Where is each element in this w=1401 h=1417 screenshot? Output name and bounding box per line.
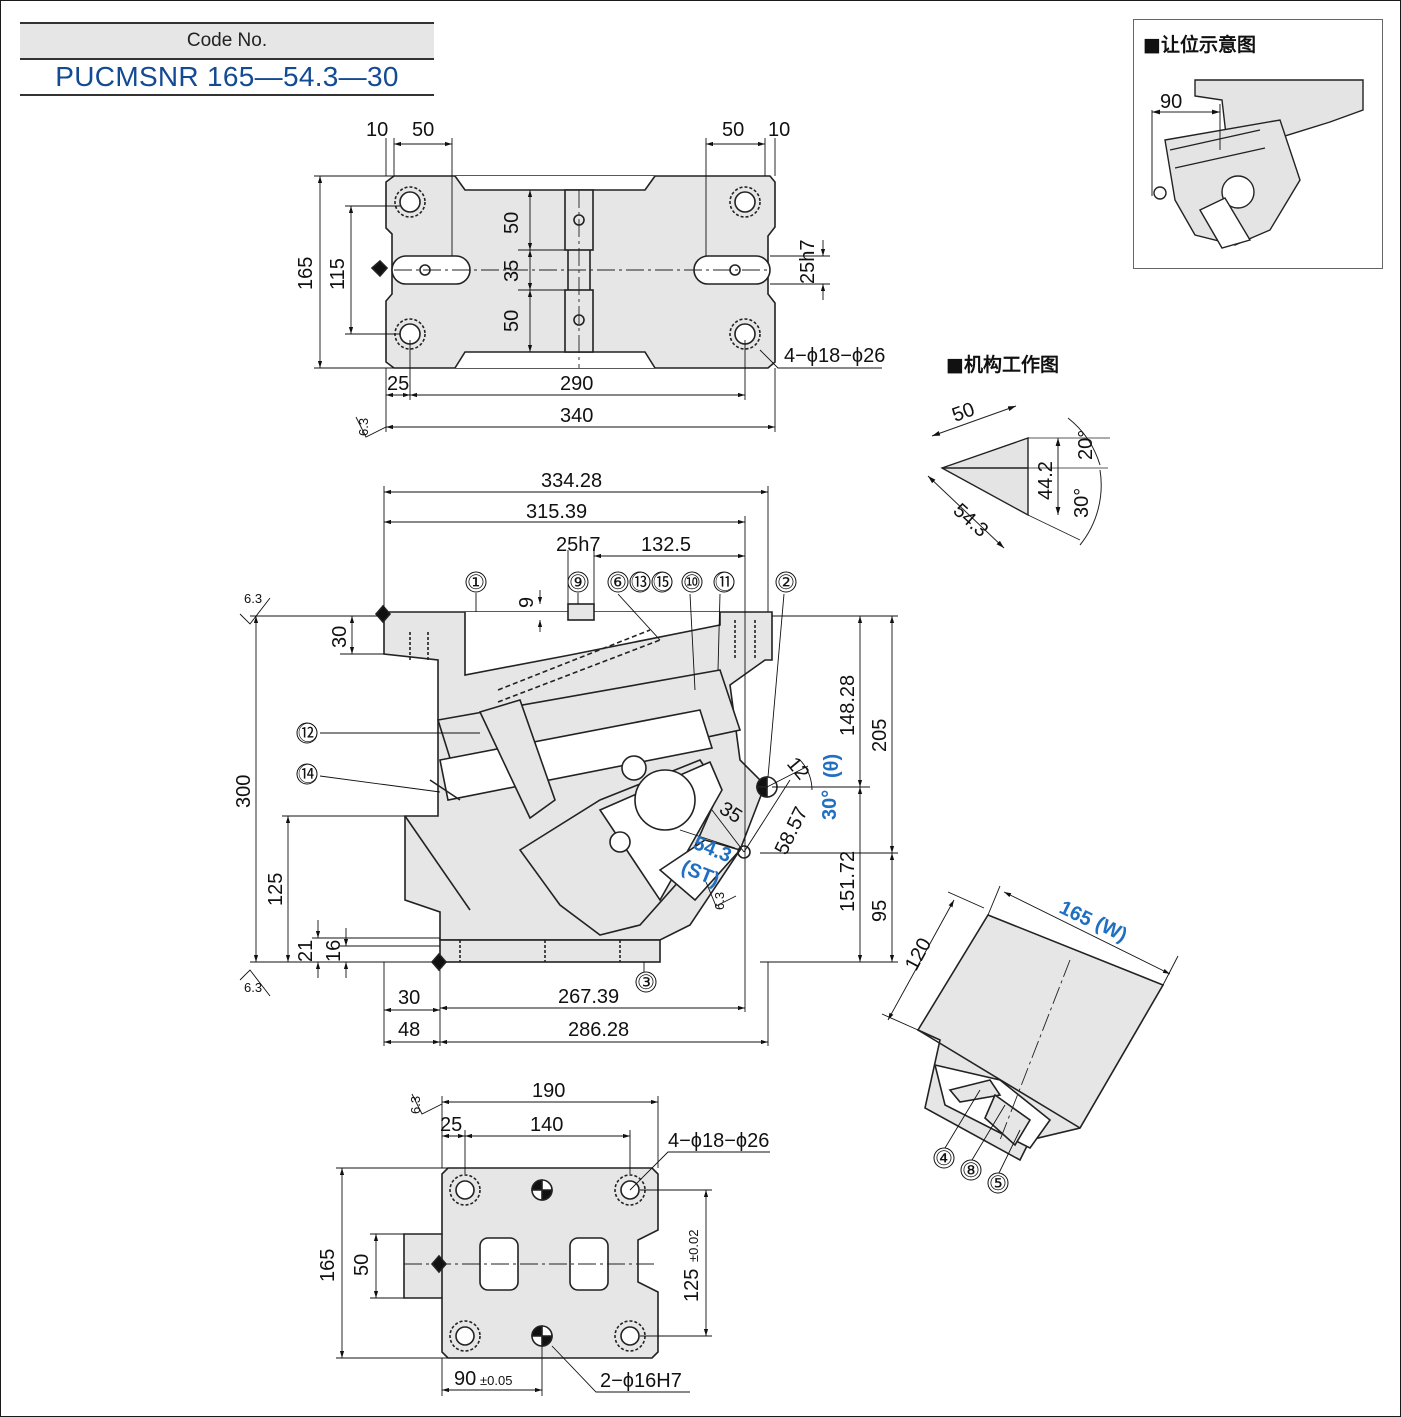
callout-5: ⑤ [989,1173,1007,1195]
iso-view [916,914,1165,1162]
front-dim-125: 125 [265,873,287,906]
clearance-inset-drawing [1151,79,1364,249]
front-roughness-bottom: 6.3 [244,980,262,995]
front-dim-58-57: 58.57 [771,804,813,859]
code-number-label: Code No. [20,22,434,60]
mechanism-dim-54-3: 54.3 [949,499,993,541]
bottom-dim-90: 90 [454,1368,476,1390]
code-number-value: PUCMSNR 165—54.3—30 [20,58,434,96]
bottom-view-dims [336,1093,770,1396]
top-dim-340: 340 [560,405,593,427]
front-dim-205: 205 [869,719,891,752]
callout-13: ⑬ [631,571,651,594]
bottom-dim-165: 165 [317,1249,339,1282]
iso-view-dims [881,885,1179,1176]
front-dim-151-72: 151.72 [837,851,859,912]
clearance-dim-90: 90 [1160,91,1182,113]
top-roughness: 6.3 [356,418,371,436]
front-dim-12: 12 [782,753,813,784]
bottom-dim-50: 50 [351,1254,373,1276]
bottom-roughness: 6.3 [408,1096,423,1114]
callout-4: ④ [935,1148,953,1170]
mechanism-dim-50: 50 [949,398,977,426]
iso-width-symbol: (W) [1092,913,1131,947]
bottom-dim-125: 125 [681,1269,703,1302]
callout-14: ⑭ [298,763,318,786]
front-dim-25h7: 25h7 [556,534,601,556]
front-theta: (θ) [821,754,843,778]
front-view [374,603,778,972]
clearance-inset-title: ■让位示意图 [1143,34,1256,56]
bottom-view [403,1167,659,1359]
mechanism-angle-20: 20° [1075,430,1097,460]
mechanism-dim-44-2: 44.2 [1035,461,1057,500]
top-view-dims [314,138,882,438]
front-dim-30-top: 30 [329,626,351,648]
top-dim-50-b: 50 [501,310,523,332]
top-view [370,175,776,369]
top-dim-35: 35 [501,260,523,282]
top-dim-10-right: 10 [768,119,790,141]
front-dim-16: 16 [323,940,345,962]
front-dim-148-28: 148.28 [837,675,859,736]
front-dim-334-28: 334.28 [541,470,602,492]
callout-1: ① [467,572,485,594]
bottom-pins-note: 2−ϕ16H7 [600,1370,682,1392]
bottom-dim-25: 25 [440,1114,462,1136]
callout-6: ⑥ [609,572,627,594]
callout-10: ⑩ [683,572,701,594]
callout-2: ② [777,572,795,594]
top-dim-50-left: 50 [412,119,434,141]
top-dim-10-left: 10 [366,119,388,141]
front-dim-132-5: 132.5 [641,534,691,556]
iso-width-165: 165 [1056,897,1096,931]
iso-dim-120: 120 [901,935,936,975]
top-dim-25: 25 [387,373,409,395]
mechanism-inset-title: ■机构工作图 [946,354,1059,376]
callout-8: ⑧ [962,1160,980,1182]
bottom-tol-125: ±0.02 [686,1230,701,1262]
bottom-dim-190: 190 [532,1080,565,1102]
top-dim-50-a: 50 [501,212,523,234]
top-holes-note: 4−ϕ18−ϕ26 [784,345,885,367]
iso-callouts [933,1147,1009,1194]
top-dim-290: 290 [560,373,593,395]
callout-15: ⑮ [653,571,673,594]
callout-11: ⑪ [715,571,735,594]
front-dim-30-bottom: 30 [398,987,420,1009]
mechanism-angle-30: 30° [1071,488,1093,518]
front-dim-315-39: 315.39 [526,501,587,523]
front-roughness-top: 6.3 [244,591,262,606]
bottom-tol-90: ±0.05 [480,1373,512,1388]
top-dim-115: 115 [327,258,349,290]
top-dim-25h7: 25h7 [797,240,819,285]
front-angle-30: 30° [819,790,841,820]
top-dim-165: 165 [295,257,317,290]
bottom-holes-note: 4−ϕ18−ϕ26 [668,1130,769,1152]
front-callouts [296,571,797,993]
front-dim-48: 48 [398,1019,420,1041]
front-dim-9: 9 [516,597,538,608]
mechanism-inset-drawing [927,405,1110,549]
front-dim-300: 300 [233,775,255,808]
top-dim-50-right: 50 [722,119,744,141]
callout-12: ⑫ [298,722,318,745]
front-dim-286-28: 286.28 [568,1019,629,1041]
callout-3: ③ [637,972,655,994]
front-dim-267-39: 267.39 [558,986,619,1008]
front-dim-95: 95 [869,900,891,922]
bottom-dim-140: 140 [530,1114,563,1136]
callout-9: ⑨ [569,572,587,594]
front-dim-21: 21 [295,940,317,962]
front-roughness-side: 6.3 [712,892,727,910]
